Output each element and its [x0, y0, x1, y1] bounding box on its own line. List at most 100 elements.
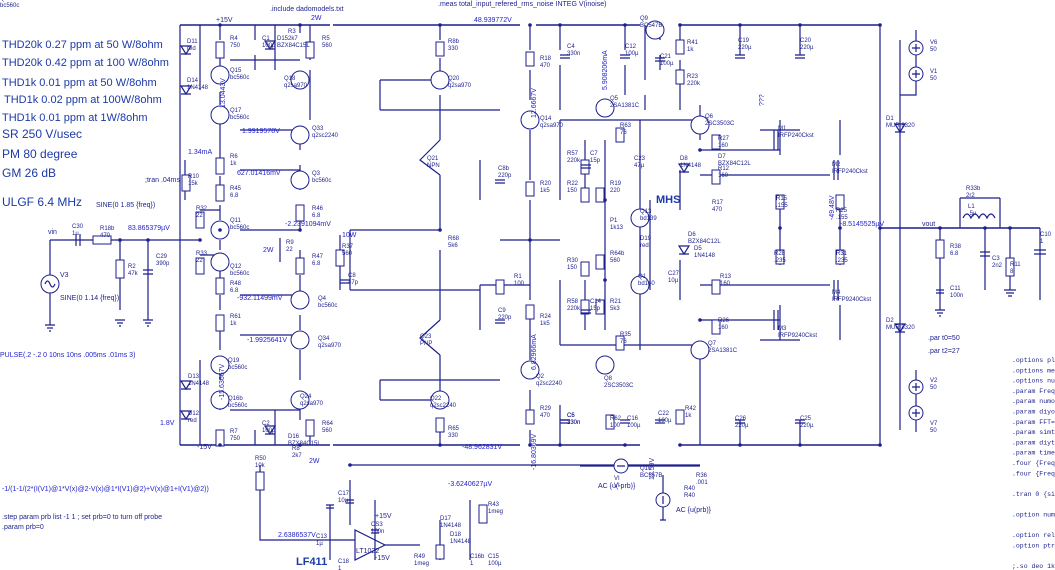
component-value: 15p	[590, 158, 601, 164]
component-value: 220k	[687, 81, 701, 87]
component-name: C16b	[470, 554, 485, 560]
component-name: C26	[735, 416, 747, 422]
component-name: C1	[262, 36, 270, 42]
tran-directive: ;tran .04ms	[145, 177, 181, 184]
par-t0: .par t0=50	[928, 335, 960, 342]
component-value: 1k	[687, 47, 694, 53]
component-value: 330n	[567, 420, 580, 426]
component-value: 10k	[255, 463, 266, 469]
component-name: R21	[610, 299, 622, 305]
rail-label: -15V	[375, 555, 390, 562]
component-name: R5	[322, 36, 330, 42]
component-value: 390p	[156, 261, 170, 267]
component-name: Q9	[640, 16, 649, 22]
component-value: NPN	[427, 163, 440, 169]
component-value: 560	[342, 251, 353, 257]
component-name: R25	[836, 208, 848, 214]
component-name: M2	[832, 162, 841, 168]
component-name: R18	[540, 56, 552, 62]
component-value: 1k5	[540, 188, 550, 194]
component-value: 1	[338, 566, 342, 570]
component-value: 5k3	[610, 306, 620, 312]
component-name: R33b	[966, 186, 981, 192]
component-name: C10	[1040, 232, 1052, 238]
directive-line: .param diyoy	[1012, 409, 1055, 416]
component-value: 1N4148	[440, 523, 462, 529]
component-name: Q16	[0, 0, 12, 2]
component-name: C23	[634, 156, 646, 162]
component-name: C4	[567, 44, 575, 50]
readout: 1.34mA	[188, 149, 212, 156]
component-name: C17	[338, 491, 350, 497]
component-name: Q13	[640, 209, 652, 215]
spec-line: THD1k 0.01 ppm at 1W/8ohm	[2, 112, 148, 124]
readout: -8.5145525µV	[840, 221, 884, 228]
component-value: 100n	[950, 293, 963, 299]
component-value: 1N4148	[188, 381, 210, 387]
directive-line: .param diytir	[1012, 439, 1055, 446]
component-value: IRFP240Ckst	[832, 169, 868, 175]
readout: 48.939772V	[474, 17, 512, 24]
opamp-label: LF411	[296, 556, 327, 568]
component-value: BZX84C12L	[718, 161, 751, 167]
component-value: 1k	[230, 161, 237, 167]
component-name: C18	[338, 559, 350, 565]
component-value: 1meg	[414, 561, 429, 567]
component-value: 47k	[128, 271, 139, 277]
component-value: 560	[322, 43, 333, 49]
component-value: 220k	[567, 158, 581, 164]
directive-line: .param numo	[1012, 398, 1055, 405]
component-name: V2	[930, 378, 938, 384]
component-value: 6.8	[312, 213, 321, 219]
directive-line: .option ptran	[1012, 542, 1055, 549]
component-name: M3	[778, 326, 787, 332]
directive-line: .four {Freq}	[1012, 470, 1055, 477]
component-name: R2	[128, 264, 136, 270]
component-name: R48	[230, 281, 242, 287]
component-value: 1N4148	[450, 539, 472, 545]
component-name: L1	[968, 204, 975, 210]
component-name: R12	[718, 166, 730, 172]
component-value: 47p	[348, 280, 359, 286]
rail-label: 1.8V	[160, 420, 175, 427]
vin-label: vin	[48, 229, 57, 236]
spec-line: THD1k 0.02 ppm at 100W/8ohm	[4, 94, 162, 106]
component-value: 150	[567, 265, 578, 271]
component-value: 2SA1381C	[610, 103, 640, 109]
component-value: BZX84C12L	[688, 239, 721, 245]
component-name: CS3	[371, 522, 383, 528]
component-name: Q20	[448, 76, 460, 82]
component-value: bd139	[640, 216, 657, 222]
component-value: 76	[620, 339, 627, 345]
component-value: 2k7	[292, 453, 302, 459]
component-name: C2	[262, 421, 270, 427]
component-value: 470	[540, 413, 551, 419]
supply-sources	[900, 30, 924, 432]
component-value: 330	[448, 46, 459, 52]
component-name: P1	[610, 218, 618, 224]
component-name: R8b	[448, 39, 460, 45]
component-name: VI	[614, 476, 620, 482]
voltage-readouts: 1.9919578V 627.01416mV -2.2391094mV 83.8…	[128, 17, 884, 539]
component-value: 560	[322, 428, 333, 434]
component-name: R49	[414, 554, 426, 560]
component-value: 1µ	[316, 541, 323, 547]
component-value: 150	[567, 188, 578, 194]
component-value: bc560c	[228, 365, 247, 371]
component-name: R9	[286, 240, 294, 246]
component-name: Q12	[230, 264, 242, 270]
component-name: M4	[832, 290, 841, 296]
component-value: 15p	[590, 306, 601, 312]
component-name: C15	[488, 554, 500, 560]
directive-line: .param simt	[1012, 429, 1055, 436]
component-value: red	[188, 418, 197, 424]
component-value: 1	[1040, 239, 1044, 245]
component-value: BC547B	[640, 23, 662, 29]
component-value: 100	[514, 281, 525, 287]
readout: 5.908206mA	[602, 50, 609, 90]
meas-directive: .meas total_input_refered_rms_noise INTE…	[438, 1, 606, 8]
component-name: R37	[342, 244, 354, 250]
readout: 1.9919578V	[242, 128, 280, 135]
component-value: 50	[930, 47, 937, 53]
component-name: R64	[322, 421, 334, 427]
